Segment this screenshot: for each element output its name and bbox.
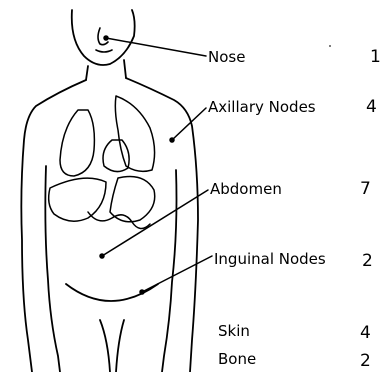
face-features bbox=[96, 28, 112, 52]
mouth bbox=[96, 50, 112, 52]
right-lung bbox=[115, 96, 154, 171]
site-count-axillary-nodes: 4 bbox=[366, 97, 377, 117]
site-count-nose: 1 bbox=[370, 47, 381, 67]
head-outline bbox=[72, 10, 135, 65]
site-label-bone: Bone bbox=[218, 350, 256, 368]
site-label-abdomen: Abdomen bbox=[210, 180, 282, 198]
right-shoulder-arm bbox=[126, 78, 198, 372]
nose-leader bbox=[106, 38, 206, 56]
legs-outline bbox=[100, 320, 124, 372]
site-count-abdomen: 7 bbox=[360, 179, 371, 199]
internal-organs bbox=[49, 96, 155, 229]
axillary-dot bbox=[170, 138, 174, 142]
axillary-leader bbox=[172, 108, 206, 140]
left-lung bbox=[60, 110, 94, 176]
site-count-bone: 2 bbox=[360, 351, 371, 371]
left-torso-side bbox=[45, 166, 60, 372]
nose-dot bbox=[104, 36, 108, 40]
site-label-inguinal-nodes: Inguinal Nodes bbox=[214, 250, 326, 268]
site-count-inguinal-nodes: 2 bbox=[362, 251, 373, 271]
site-labels: Nose Axillary Nodes Abdomen Inguinal Nod… bbox=[208, 48, 326, 368]
site-label-nose: Nose bbox=[208, 48, 245, 66]
abdomen-dot bbox=[100, 254, 104, 258]
inguinal-leader bbox=[142, 256, 212, 292]
speck bbox=[329, 45, 331, 47]
inguinal-dot bbox=[140, 290, 144, 294]
body-outline bbox=[21, 10, 198, 372]
site-label-axillary-nodes: Axillary Nodes bbox=[208, 98, 316, 116]
site-label-skin: Skin bbox=[218, 322, 250, 340]
site-counts: 1 4 7 2 4 2 bbox=[360, 47, 381, 371]
site-count-skin: 4 bbox=[360, 323, 371, 343]
liver bbox=[49, 178, 106, 221]
right-torso-side bbox=[162, 170, 177, 372]
heart bbox=[103, 140, 129, 172]
